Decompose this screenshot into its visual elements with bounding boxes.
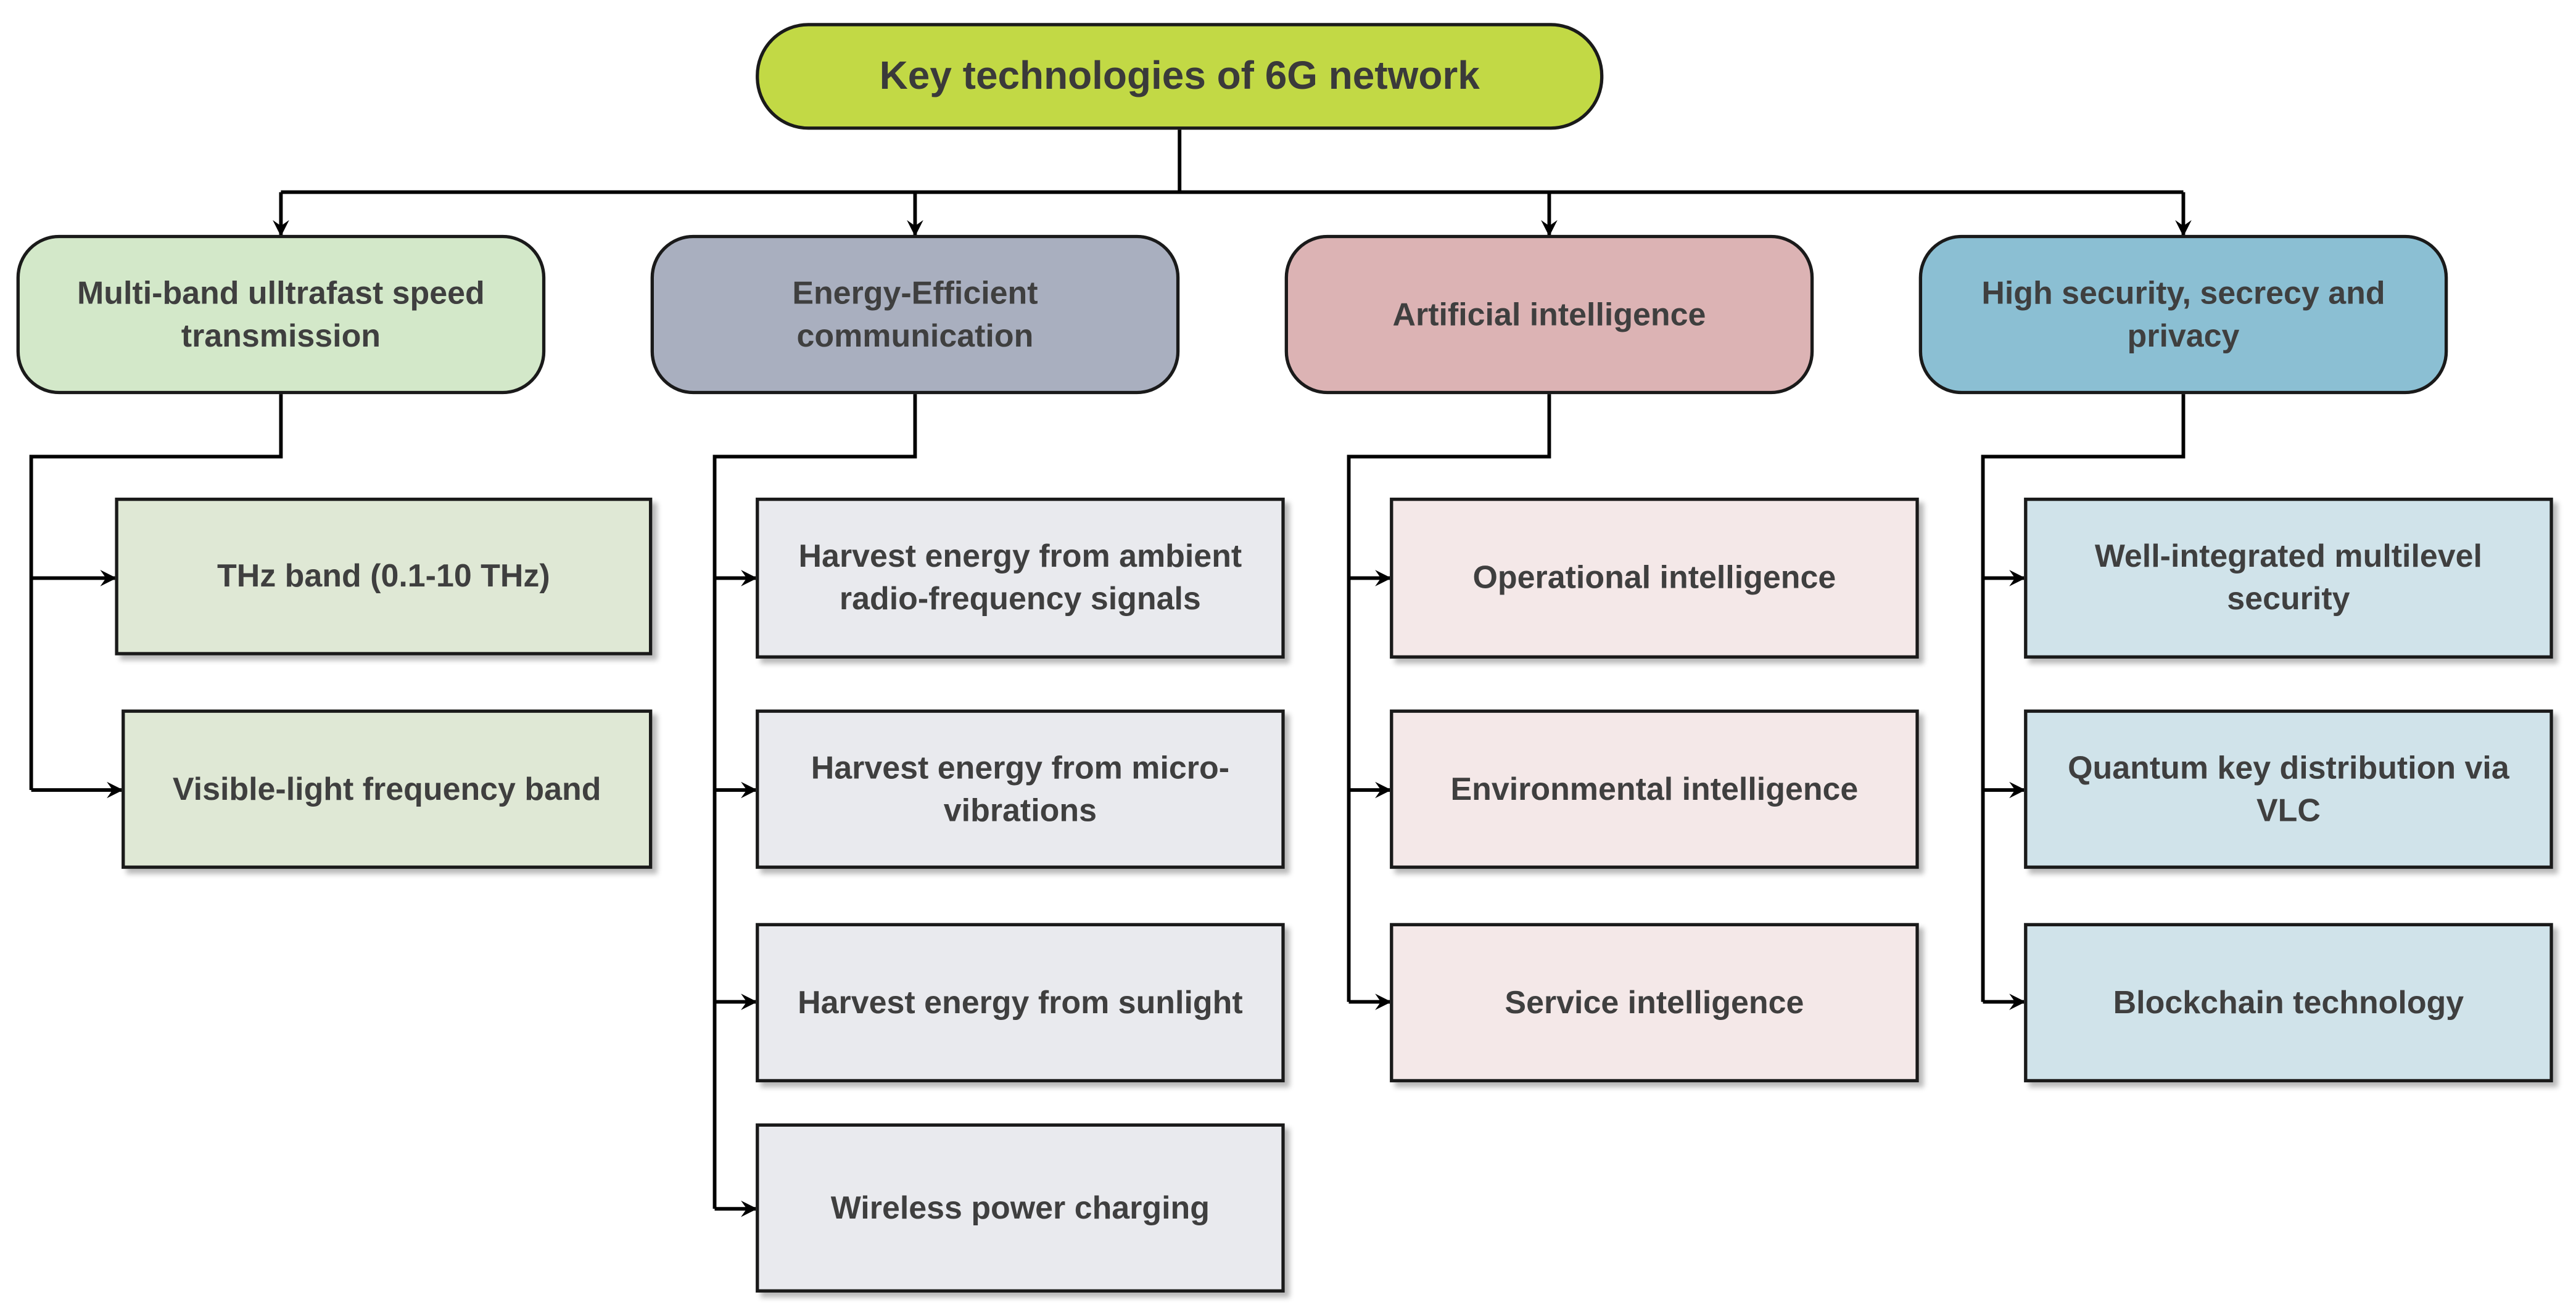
leaf-label: Harvest energy from sunlight [798, 984, 1243, 1021]
leaf-label: Wireless power charging [830, 1190, 1210, 1227]
leaf-harvest-rf: Harvest energy from ambient radio-freque… [756, 497, 1285, 659]
leaf-visible-light-band: Visible-light frequency band [122, 709, 653, 869]
leaf-quantum-key-distribution: Quantum key distribution via VLC [2024, 709, 2553, 869]
branch-line-3 [1981, 394, 2186, 1002]
leaf-service-intelligence: Service intelligence [1390, 923, 1919, 1083]
leaf-label: Blockchain technology [2113, 984, 2464, 1021]
category-node-ai: Artificial intelligence [1284, 234, 1814, 395]
root-node: Key technologies of 6G network [756, 23, 1604, 130]
category-node-energy: Energy-Efficient communication [650, 234, 1180, 395]
leaf-operational-intelligence: Operational intelligence [1390, 497, 1919, 659]
leaf-wireless-charging: Wireless power charging [756, 1123, 1285, 1293]
leaf-multilevel-security: Well-integrated multilevel security [2024, 497, 2553, 659]
leaf-label: Quantum key distribution via VLC [2068, 749, 2509, 829]
category-node-security: High security, secrecy and privacy [1918, 234, 2448, 395]
leaf-thz-band: THz band (0.1-10 THz) [115, 497, 653, 656]
category-label: Artificial intelligence [1392, 296, 1706, 333]
leaf-label: Visible-light frequency band [172, 771, 601, 807]
branch-line-1 [712, 394, 917, 1209]
leaf-harvest-sunlight: Harvest energy from sunlight [756, 923, 1285, 1083]
branch-line-0 [29, 394, 283, 791]
leaf-label: Service intelligence [1505, 984, 1804, 1021]
branch-line-2 [1347, 394, 1551, 1002]
leaf-label: Operational intelligence [1472, 560, 1836, 596]
leaf-environmental-intelligence: Environmental intelligence [1390, 709, 1919, 869]
leaf-blockchain: Blockchain technology [2024, 923, 2553, 1083]
leaf-label: Harvest energy from ambient radio-freque… [798, 538, 1242, 618]
leaf-label: THz band (0.1-10 THz) [217, 558, 550, 595]
leaf-harvest-vibrations: Harvest energy from micro-vibrations [756, 709, 1285, 869]
root-title: Key technologies of 6G network [879, 53, 1480, 98]
category-label: High security, secrecy and privacy [1981, 275, 2385, 354]
category-node-transmission: Multi-band ulltrafast speed transmission [16, 234, 546, 395]
category-label: Energy-Efficient communication [792, 275, 1038, 354]
leaf-label: Well-integrated multilevel security [2094, 538, 2482, 618]
category-label: Multi-band ulltrafast speed transmission [77, 275, 485, 354]
leaf-label: Environmental intelligence [1450, 771, 1859, 807]
leaf-label: Harvest energy from micro-vibrations [811, 749, 1229, 829]
